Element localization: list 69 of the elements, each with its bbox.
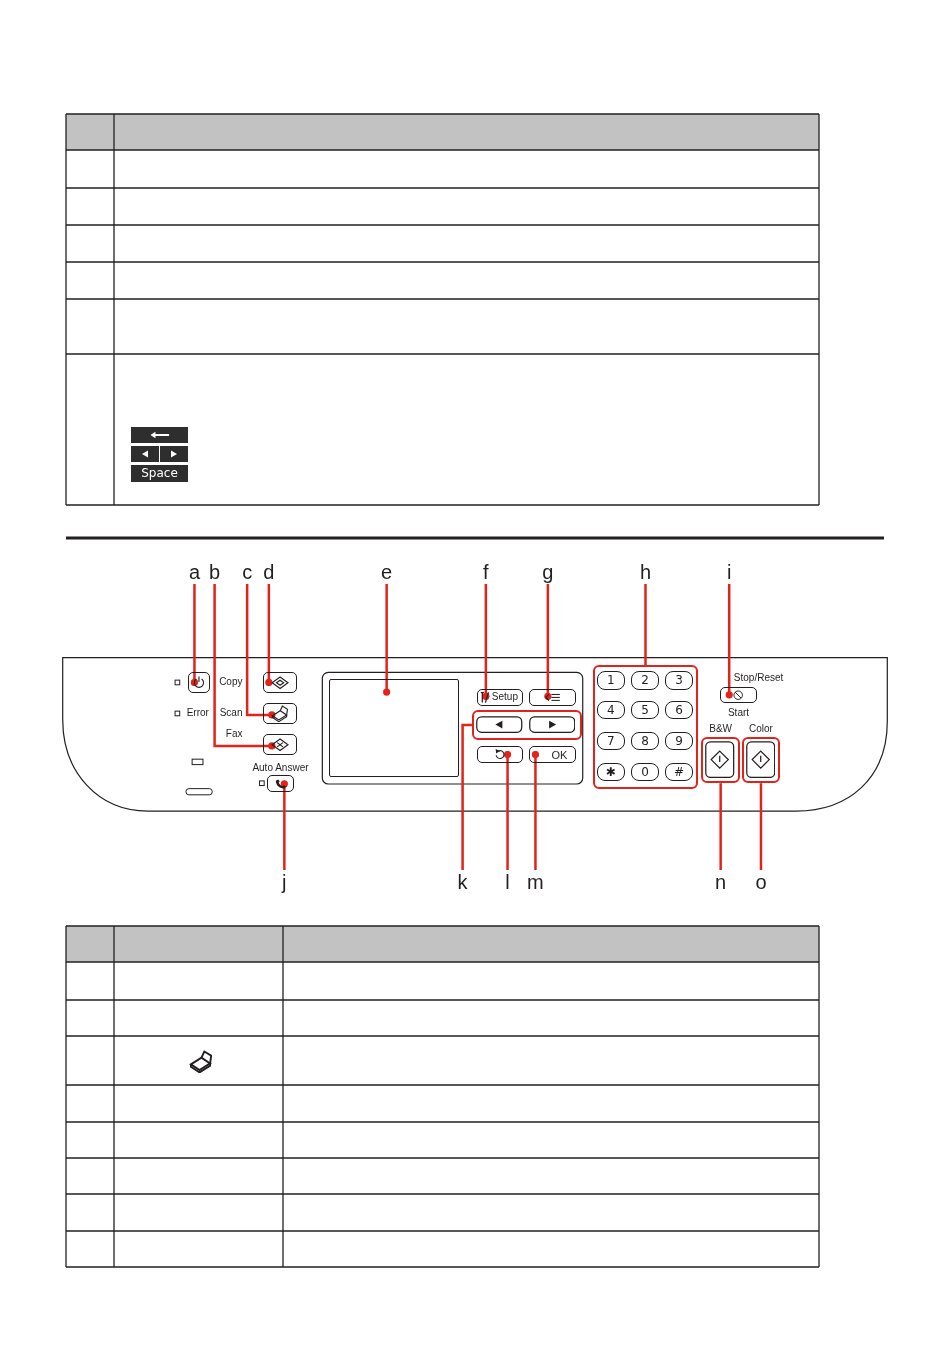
right-triangle-key-icon xyxy=(160,446,188,462)
button-group-label: Start xyxy=(727,707,750,720)
keypad-key: 2 xyxy=(631,671,659,690)
left-arrow-key-icon xyxy=(131,427,188,443)
leader-line xyxy=(190,584,199,687)
keypad-key: 6 xyxy=(665,700,694,720)
leader-line xyxy=(265,584,273,687)
highlight-frame xyxy=(471,710,582,740)
button-label: Auto Answer xyxy=(252,761,309,774)
fax-button xyxy=(262,733,297,756)
callout-letter: f xyxy=(476,560,496,584)
leader-line xyxy=(531,750,540,870)
leader-line xyxy=(503,750,512,870)
left-triangle-key-icon xyxy=(131,446,159,462)
leader-line xyxy=(461,723,472,870)
leader-line xyxy=(544,584,552,700)
button-label: B&W xyxy=(709,722,733,735)
leader-line xyxy=(213,584,276,750)
button-label: Fax xyxy=(225,727,243,740)
highlight-frame xyxy=(741,736,781,784)
keypad-key: 8 xyxy=(631,731,659,751)
callout-letter: n xyxy=(711,870,730,894)
keypad-key: 9 xyxy=(665,731,694,751)
leader-line xyxy=(482,584,490,700)
callout-letter: j xyxy=(275,870,294,894)
keypad-key: 3 xyxy=(665,671,694,690)
callout-letter: g xyxy=(538,560,558,584)
back-button xyxy=(476,746,524,764)
stop-button xyxy=(719,687,758,703)
button-label: Copy xyxy=(219,676,243,689)
button-label: Color xyxy=(749,722,773,735)
callout-letter: e xyxy=(377,560,396,584)
highlight-frame xyxy=(592,665,699,790)
leader-line xyxy=(644,584,647,666)
space-key: Space xyxy=(131,465,188,482)
button-label: Stop/Reset xyxy=(733,671,784,684)
setup-button: Setup xyxy=(476,688,524,706)
callout-letter: h xyxy=(636,560,655,584)
keypad-key: 7 xyxy=(596,731,625,751)
keypad-key: 5 xyxy=(631,700,659,720)
callout-letter: l xyxy=(498,870,517,894)
leader-line xyxy=(759,783,763,870)
callout-letter: m xyxy=(523,870,548,894)
callout-letter: b xyxy=(205,560,224,584)
callout-letter: a xyxy=(185,560,204,584)
callout-letter: i xyxy=(719,560,739,584)
callout-letter: d xyxy=(259,560,279,584)
callout-letter: o xyxy=(751,870,771,894)
callout-letter: c xyxy=(237,560,257,584)
keypad-key: 1 xyxy=(596,671,625,690)
auto-answer-button xyxy=(267,775,294,793)
callout-letter: k xyxy=(453,870,472,894)
keypad-key: 4 xyxy=(596,700,625,720)
list-button xyxy=(529,688,576,706)
highlight-frame xyxy=(701,736,741,784)
ok-button: OK xyxy=(529,746,576,764)
leader-line xyxy=(719,783,722,870)
keypad-key: 0 xyxy=(631,762,659,782)
leader-line xyxy=(383,584,391,696)
copy-button xyxy=(262,671,297,694)
scan-button xyxy=(262,702,297,725)
indicator-label: Error xyxy=(186,707,209,720)
button-label: Scan xyxy=(219,707,243,720)
leader-line xyxy=(245,584,276,719)
leader-line xyxy=(280,780,288,870)
keypad-key: # xyxy=(665,762,694,782)
keypad-key: ✱ xyxy=(596,762,625,782)
lcd-screen xyxy=(329,679,460,777)
leader-line xyxy=(725,584,733,699)
